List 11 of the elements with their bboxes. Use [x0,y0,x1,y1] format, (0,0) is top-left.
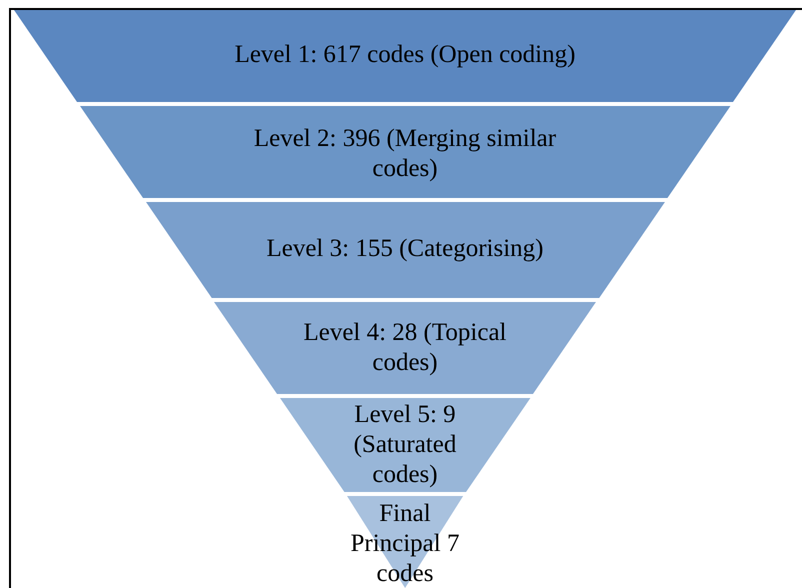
funnel-level [146,202,664,298]
funnel-level [280,398,530,492]
funnel-level [14,10,796,102]
level-label: Level 4: 28 (Topical codes) [302,318,508,378]
level-label: Final Principal 7 codes [350,499,460,588]
level-label: Level 2: 396 (Merging similar codes) [252,124,558,184]
level-label: Level 1: 617 codes (Open coding) [234,40,576,70]
funnel-level [214,302,596,394]
level-label: Level 3: 155 (Categorising) [265,234,544,264]
funnel-level [80,106,730,198]
level-label: Level 5: 9 (Saturated codes) [352,400,458,490]
